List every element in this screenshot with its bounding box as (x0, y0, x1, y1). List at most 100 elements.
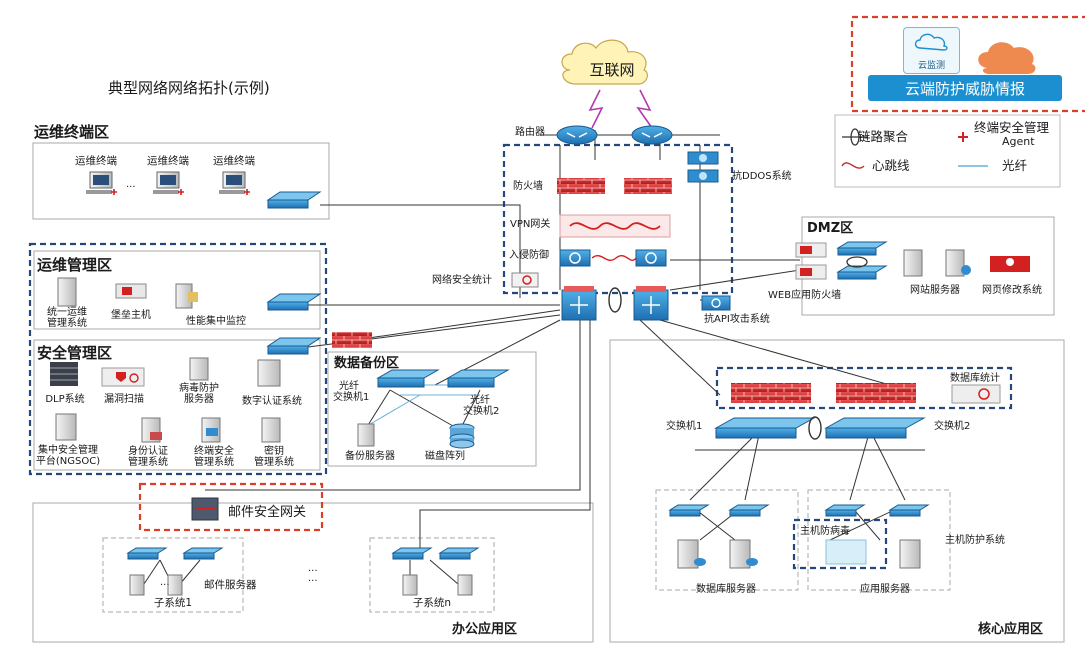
terminal-label: 运维终端 (213, 155, 255, 167)
backup-title: 数据备份区 (334, 356, 400, 371)
antivirus-label: 主机防病毒 (800, 526, 850, 537)
mail-server-label: 邮件服务器 (204, 579, 257, 591)
vpn-gateway-icon (559, 214, 671, 238)
fiber-switch-2-label-2: 交换机2 (463, 406, 500, 417)
legend-heartbeat-icon (841, 162, 865, 169)
antivirus-server-label: 病毒防护 (179, 383, 219, 394)
waf-label: WEB应用防火墙 (768, 290, 842, 301)
cloud-monitor-icon (914, 33, 948, 51)
sec-mgmt-title: 安全管理区 (37, 344, 113, 362)
ngsoc-label-2: 平台(NGSOC) (35, 456, 101, 467)
group-switch-icon (126, 504, 930, 560)
wan-link-icon (636, 89, 653, 129)
identity-label-2: 管理系统 (128, 457, 168, 468)
anti-ddos-label: 抗DDOS系统 (732, 171, 792, 182)
anti-ddos-icon (687, 151, 719, 183)
db-firewall-icon (836, 383, 916, 403)
internet-cloud (561, 39, 648, 85)
host-protect-label: 主机防护系统 (945, 535, 1005, 546)
router-label: 路由器 (515, 127, 545, 138)
identity-label: 身份认证 (128, 446, 168, 457)
net-stats-label: 网络安全统计 (432, 275, 492, 286)
zone-ops-security-group (28, 242, 328, 476)
mail-gateway-icon (191, 497, 219, 521)
office-ellipsis: ... (308, 563, 318, 574)
fiber-switch-1-label-2: 交换机1 (333, 392, 370, 403)
cloud-service-icon (978, 42, 1036, 74)
tamper-system-icon (990, 256, 1030, 272)
anti-api-label: 抗API攻击系统 (704, 314, 770, 325)
net-stats-icon (511, 272, 539, 288)
wan-link-icon (588, 89, 604, 129)
core-switch-2-label: 交换机2 (934, 421, 971, 432)
router-icon (556, 125, 598, 145)
core-switch-icon (561, 286, 669, 321)
highlight-antivirus (792, 518, 888, 570)
highlight-db-security (715, 366, 1013, 410)
cloud-monitor-box: 云监测 (903, 27, 960, 74)
router-icon (631, 125, 673, 145)
ops-mgmt-title: 运维管理区 (37, 256, 113, 274)
bastion-label: 堡垒主机 (111, 310, 151, 321)
antivirus-icon (825, 539, 867, 565)
waf-icon (795, 242, 827, 280)
perf-monitor-label: 性能集中监控 (186, 316, 246, 327)
vuln-scan-icon (101, 367, 145, 387)
dlp-label: DLP系统 (45, 394, 85, 405)
group-db-servers (655, 489, 799, 591)
dlp-icon (50, 362, 78, 386)
group-subsystem-n (369, 537, 495, 613)
cloud-monitor-label: 云监测 (917, 61, 945, 71)
endpoint-sec-label: 终端安全 (194, 446, 234, 457)
dmz-switch-icon (836, 241, 888, 280)
ops-mgmt-label: 管理系统 (47, 318, 87, 329)
legend-aggregation-label: 链路聚合 (858, 129, 909, 144)
disk-array-label: 磁盘阵列 (425, 451, 465, 462)
vpn-label: VPN网关 (510, 219, 551, 230)
core-area-switch-icon (714, 416, 926, 440)
switch-icon (266, 191, 322, 355)
highlight-cloud (850, 15, 1085, 113)
subsystem-n-label: 子系统n (412, 597, 452, 609)
subsystem-1-label: 子系统1 (153, 597, 193, 609)
endpoint-sec-label-2: 管理系统 (194, 457, 234, 468)
legend-fiber-label: 光纤 (1002, 158, 1028, 173)
terminal-label: 运维终端 (147, 155, 189, 167)
app-servers-label: 应用服务器 (860, 584, 910, 595)
firewall-icon (557, 178, 605, 194)
key-mgmt-label: 密钥 (264, 446, 284, 457)
group-app-servers (807, 489, 951, 591)
tamper-label: 网页修改系统 (982, 285, 1042, 296)
legend-agent-label: Agent (1002, 135, 1035, 148)
ips-label: 入侵防御 (509, 250, 549, 261)
terminal-ellipsis: ... (126, 179, 136, 190)
office-ellipsis: ... (308, 573, 318, 584)
legend-aggregation-icon (842, 128, 868, 146)
zone-office (32, 502, 594, 643)
core-switch-1-label: 交换机1 (666, 421, 703, 432)
fiber-switch-2-label: 光纤 (470, 395, 490, 406)
highlight-mail-gateway (138, 482, 324, 532)
cert-system-label: 数字认证系统 (242, 396, 302, 407)
disk-array-icon (449, 423, 475, 449)
internet-label: 互联网 (589, 61, 635, 79)
ops-terminal-title: 运维终端区 (34, 123, 110, 141)
fiber-switch-1-label: 光纤 (339, 381, 359, 392)
db-stats-label: 数据库统计 (950, 373, 1000, 384)
legend-endpoint-icon (958, 132, 968, 142)
ips-icon (559, 249, 667, 267)
group-subsystem-1 (102, 537, 244, 613)
legend-heartbeat-label: 心跳线 (872, 158, 910, 173)
web-server-label: 网站服务器 (910, 285, 960, 296)
firewall-icon (332, 332, 372, 348)
office-title: 办公应用区 (452, 622, 518, 637)
core-title: 核心应用区 (978, 622, 1044, 637)
anti-api-icon (701, 295, 731, 311)
db-servers-label: 数据库服务器 (696, 584, 756, 595)
highlight-perimeter (502, 143, 734, 295)
terminal-icon (86, 171, 250, 195)
db-firewall-icon (731, 383, 811, 403)
antivirus-server-label-2: 服务器 (184, 394, 214, 405)
